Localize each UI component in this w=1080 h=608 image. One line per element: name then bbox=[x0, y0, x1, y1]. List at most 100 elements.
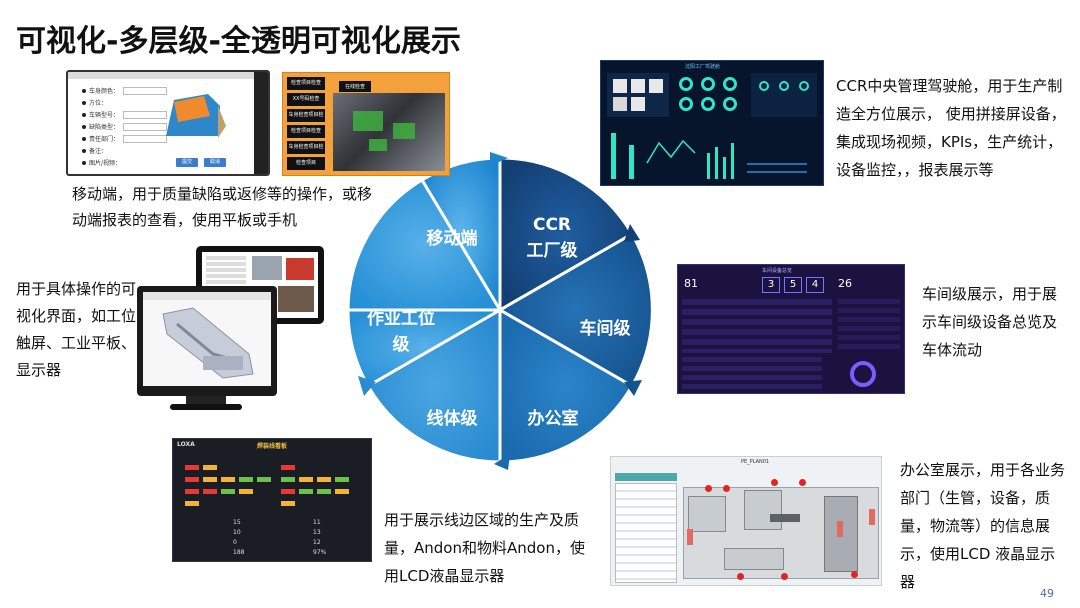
office-title: PE_PLAN01 bbox=[741, 459, 770, 465]
line-stat: 13 bbox=[313, 529, 321, 536]
workshop-description: 车间级展示，用于展示车间级设备总览及车体流动 bbox=[922, 285, 1058, 359]
line-status-grid bbox=[181, 459, 367, 509]
page-number: 49 bbox=[1040, 587, 1054, 600]
segment-line bbox=[365, 307, 502, 464]
station-description: 用于具体操作的可视化界面，如工位触屏、工业平板、显示器 bbox=[16, 280, 137, 379]
status-dot-red bbox=[705, 485, 712, 492]
workshop-number: 3 bbox=[762, 277, 780, 293]
arrow-icon bbox=[494, 454, 510, 470]
checklist-item[interactable]: XX号码检查 bbox=[287, 93, 325, 106]
station-marker bbox=[869, 509, 875, 525]
office-layout-screenshot: PE_PLAN01 bbox=[610, 456, 882, 586]
checklist-screenshot: 检查项目检查 XX号码检查 车身检查项目检查 检查项目检查 车身检查项目检查 检… bbox=[282, 72, 450, 176]
workshop-number: 81 bbox=[684, 277, 698, 290]
line-title: 焊装线看板 bbox=[257, 443, 288, 450]
checklist-item[interactable]: 检查项目 bbox=[287, 157, 325, 170]
checklist-item[interactable]: 车身检查项目检查 bbox=[287, 109, 325, 122]
ccr-description: CCR中央管理驾驶舱，用于生产制造全方位展示， 使用拼接屏设备，集成现场视频，K… bbox=[836, 77, 1066, 179]
office-table-header bbox=[615, 473, 677, 481]
wheel-label-ccr-line2: 工厂级 bbox=[526, 241, 578, 261]
checklist-item[interactable]: 检查项目检查 bbox=[287, 77, 325, 90]
line-stat: 10 bbox=[233, 529, 241, 536]
checklist-title: 在线检查 bbox=[339, 81, 372, 92]
line-stat: 0 bbox=[233, 539, 237, 546]
line-stat: 97% bbox=[313, 549, 327, 556]
wheel-label-ccr-line1: CCR bbox=[532, 215, 572, 235]
line-description: 用于展示线边区域的生产及质量，Andon和物料Andon，使用LCD液晶显示器 bbox=[384, 511, 585, 585]
monitor-device bbox=[137, 286, 277, 396]
checklist-item[interactable]: 检查项目检查 bbox=[287, 125, 325, 138]
ccr-dashboard-screenshot: 沈阳工厂驾驶舱 bbox=[600, 60, 824, 186]
workshop-dashboard-screenshot: 车间设备总览 81 3 5 4 26 bbox=[677, 264, 905, 394]
ccr-gauges bbox=[675, 73, 745, 117]
arrow-icon bbox=[624, 224, 640, 242]
office-description: 办公室展示，用于各业务部门（生管，设备，质量，物流等）的信息展示，使用LCD 液… bbox=[900, 461, 1066, 591]
workshop-number: 26 bbox=[838, 277, 852, 290]
workshop-flow-table bbox=[682, 357, 822, 391]
segment-office bbox=[498, 307, 635, 464]
segment-mobile-b bbox=[346, 177, 503, 312]
station-marker bbox=[687, 529, 693, 545]
line-logo: LOXA bbox=[177, 441, 195, 448]
status-dot-red bbox=[737, 573, 744, 580]
ccr-title: 沈阳工厂驾驶舱 bbox=[685, 64, 721, 70]
office-table bbox=[615, 483, 677, 583]
tablet-side-bar bbox=[254, 72, 268, 174]
cancel-button[interactable]: 取消 bbox=[204, 158, 226, 167]
wheel-label-office: 办公室 bbox=[527, 409, 579, 429]
form-row: 图片/视频： bbox=[82, 158, 121, 167]
monitor-screen bbox=[143, 292, 271, 386]
form-row: 责任部门： bbox=[82, 134, 168, 143]
form-row: 备注： bbox=[82, 146, 107, 155]
level-wheel bbox=[346, 152, 654, 470]
wheel-label-workshop: 车间级 bbox=[579, 319, 631, 339]
arrow-icon bbox=[624, 380, 642, 396]
monitor-base bbox=[170, 404, 242, 410]
status-dot-red bbox=[799, 479, 806, 486]
mobile-form-screenshot: 车身颜色： 方位： 车辆型号： 缺陷类型： 责任部门： 备注： 图片/视频： 提… bbox=[66, 70, 270, 176]
line-stat: 12 bbox=[313, 539, 321, 546]
form-row: 方位： bbox=[82, 98, 107, 107]
monitor-stand bbox=[186, 396, 226, 406]
ccr-panel bbox=[607, 73, 669, 117]
arrow-icon bbox=[358, 376, 376, 396]
wheel-label-ccr: CCR 工厂级 bbox=[512, 212, 592, 264]
ccr-bar-chart bbox=[611, 133, 807, 179]
line-stat: 11 bbox=[313, 519, 321, 526]
floor-plan bbox=[683, 487, 879, 579]
form-row: 缺陷类型： bbox=[82, 122, 168, 131]
status-dot-red bbox=[723, 485, 730, 492]
status-dot-red bbox=[781, 573, 788, 580]
workshop-side-table bbox=[838, 299, 900, 353]
engine-photo bbox=[333, 93, 445, 171]
wheel-label-station: 作业工位 级 bbox=[356, 306, 446, 358]
wheel-label-mobile: 移动端 bbox=[426, 229, 478, 249]
car-door-image bbox=[166, 94, 226, 138]
fixture-cad-image bbox=[162, 307, 254, 379]
form-row: 车身颜色： bbox=[82, 86, 168, 95]
workshop-title: 车间设备总览 bbox=[762, 268, 793, 274]
workshop-number: 5 bbox=[784, 277, 802, 293]
workshop-gauge bbox=[850, 361, 876, 387]
segment-workshop bbox=[496, 231, 654, 389]
wheel-label-station-line2: 级 bbox=[392, 335, 410, 355]
page-title: 可视化-多层级-全透明可视化展示 bbox=[16, 24, 461, 59]
wheel-label-station-line1: 作业工位 bbox=[367, 309, 435, 329]
mobile-description: 移动端，用于质量缺陷或返修等的操作，或移动端报表的查看，使用平板或手机 bbox=[72, 185, 373, 229]
checklist-item[interactable]: 车身检查项目检查 bbox=[287, 141, 325, 154]
form-row: 车辆型号： bbox=[82, 110, 168, 119]
arrow-icon bbox=[490, 152, 508, 166]
checklist-menu: 检查项目检查 XX号码检查 车身检查项目检查 检查项目检查 车身检查项目检查 检… bbox=[287, 77, 325, 173]
line-stat: 188 bbox=[233, 549, 245, 556]
workshop-number: 4 bbox=[806, 277, 824, 293]
workshop-table bbox=[682, 299, 832, 353]
wheel-label-line: 线体级 bbox=[426, 409, 478, 429]
status-dot-red bbox=[851, 571, 858, 578]
submit-button[interactable]: 提交 bbox=[176, 158, 198, 167]
mobile-header-bar bbox=[68, 72, 268, 79]
station-marker bbox=[837, 521, 843, 537]
line-dashboard-screenshot: LOXA 焊装线看板 15 10 0 bbox=[172, 438, 372, 562]
ccr-indicators bbox=[751, 73, 817, 117]
status-dot-red bbox=[771, 479, 778, 486]
